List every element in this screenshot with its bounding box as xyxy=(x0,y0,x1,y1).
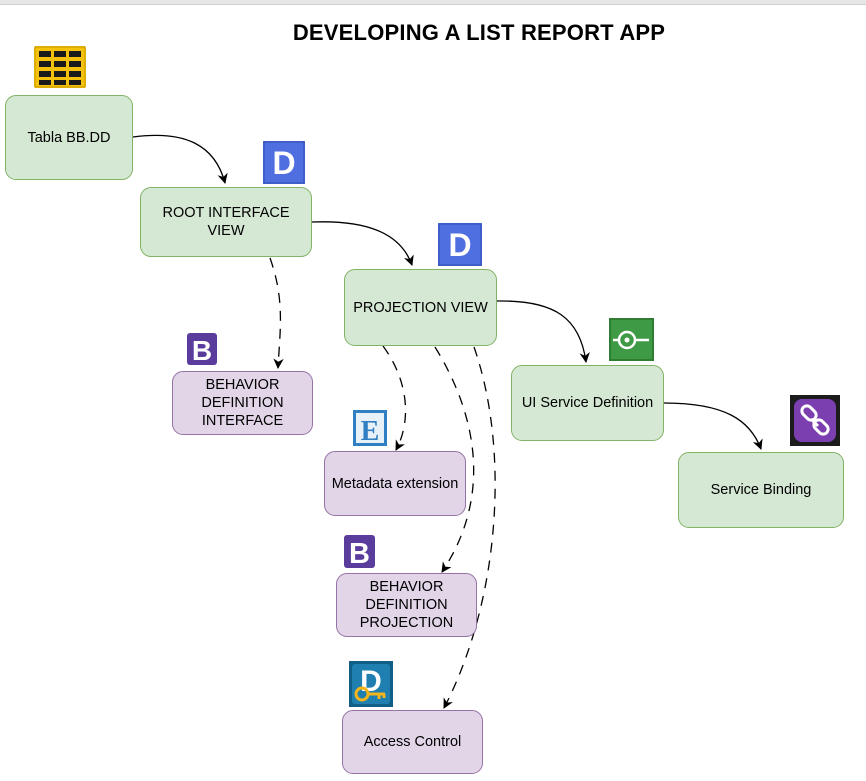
node-root-interface-view-label: ROOT INTERFACE VIEW xyxy=(162,205,290,239)
node-metadata-extension[interactable]: Metadata extension xyxy=(324,451,466,516)
edge-projection-to-bdp xyxy=(434,346,475,573)
service-definition-icon xyxy=(609,318,654,361)
edge-projection-to-metadata xyxy=(382,345,407,451)
edge-uiservice-to-binding xyxy=(663,402,763,450)
node-tabla[interactable]: Tabla BB.DD xyxy=(5,95,133,180)
node-behavior-definition-interface[interactable]: BEHAVIOR DEFINITION INTERFACE xyxy=(172,371,313,435)
edge-root-to-bdi xyxy=(269,257,284,370)
node-behavior-definition-projection-label: BEHAVIOR DEFINITION PROJECTION xyxy=(359,579,454,631)
e-letter-icon: E xyxy=(353,410,387,446)
edge-root-to-projection xyxy=(311,221,414,266)
node-root-interface-view[interactable]: ROOT INTERFACE VIEW xyxy=(140,187,312,257)
table-grid-icon xyxy=(34,46,86,88)
svg-text:D: D xyxy=(272,145,295,181)
key-d-icon: D xyxy=(349,661,393,707)
edge-projection-to-access xyxy=(443,346,496,709)
node-ui-service-definition[interactable]: UI Service Definition xyxy=(511,365,664,441)
link-icon xyxy=(790,395,840,446)
node-access-control[interactable]: Access Control xyxy=(342,710,483,774)
node-tabla-label: Tabla BB.DD xyxy=(27,129,111,146)
b-letter-icon: B xyxy=(185,331,219,367)
node-metadata-extension-label: Metadata extension xyxy=(331,475,459,492)
svg-text:E: E xyxy=(361,416,380,446)
edge-tabla-to-root xyxy=(132,134,228,185)
node-service-binding-label: Service Binding xyxy=(710,482,812,498)
node-ui-service-definition-label: UI Service Definition xyxy=(521,395,654,411)
diagram-title: DEVELOPING A LIST REPORT APP xyxy=(292,20,666,45)
node-projection-view-label: PROJECTION VIEW xyxy=(353,300,488,316)
svg-text:D: D xyxy=(448,227,471,263)
node-access-control-label: Access Control xyxy=(363,734,462,750)
b-letter-icon: B xyxy=(342,533,377,570)
edge-projection-to-uiservice xyxy=(496,300,590,364)
d-letter-icon: D xyxy=(263,141,305,184)
node-behavior-definition-interface-label: BEHAVIOR DEFINITION INTERFACE xyxy=(201,377,284,429)
node-projection-view[interactable]: PROJECTION VIEW xyxy=(344,269,497,346)
svg-text:B: B xyxy=(192,335,212,366)
node-service-binding[interactable]: Service Binding xyxy=(678,452,844,528)
window-top-bar xyxy=(0,0,866,5)
node-behavior-definition-projection[interactable]: BEHAVIOR DEFINITION PROJECTION xyxy=(336,573,477,637)
svg-text:B: B xyxy=(349,538,370,570)
d-letter-icon: D xyxy=(438,223,482,266)
